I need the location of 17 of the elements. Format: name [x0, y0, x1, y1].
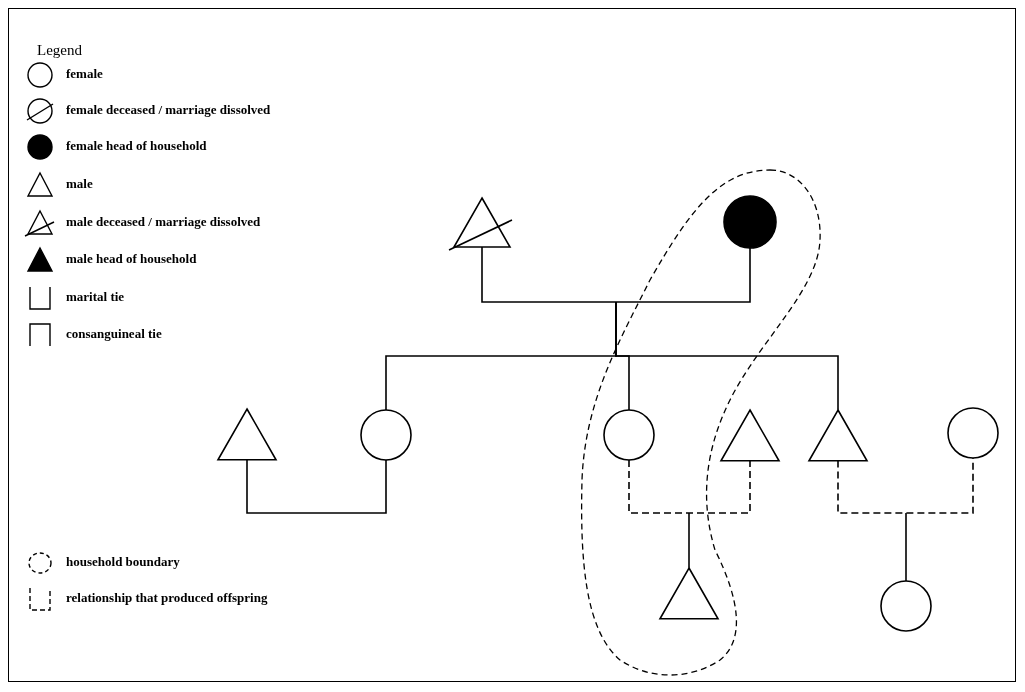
legend-text: household boundary — [66, 554, 180, 570]
legend-text: consanguineal tie — [66, 326, 162, 342]
legend-text: relationship that produced offspring — [66, 590, 268, 606]
legend-text: male — [66, 176, 93, 192]
legend-text: male head of household — [66, 251, 197, 267]
dashed-tie-line — [628, 459, 751, 514]
descent-line — [615, 301, 839, 411]
legend-text: male deceased / marriage dissolved — [66, 214, 261, 230]
tie-line — [246, 458, 387, 514]
tie-line — [481, 245, 751, 303]
descent-line — [905, 512, 907, 582]
legend-text: female head of household — [66, 138, 207, 154]
legend-heading: Legend — [37, 42, 82, 58]
descent-line — [688, 512, 690, 569]
legend-text: female deceased / marriage dissolved — [66, 102, 271, 118]
legend-text: marital tie — [66, 289, 125, 305]
legend-text: female — [66, 66, 103, 82]
